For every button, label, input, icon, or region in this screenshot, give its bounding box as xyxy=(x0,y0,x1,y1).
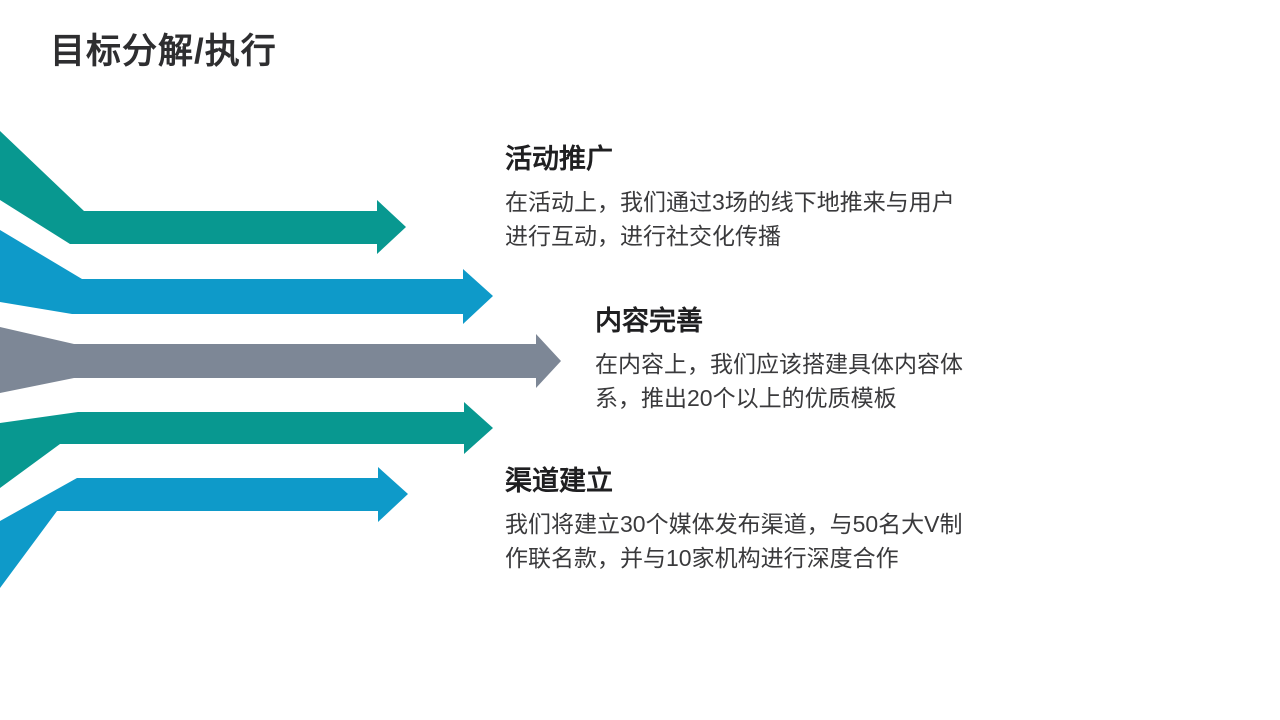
arrow-blue-upper xyxy=(0,230,493,324)
arrow-teal-top xyxy=(0,131,406,254)
section-channel-building: 渠道建立 我们将建立30个媒体发布渠道，与50名大V制作联名款，并与10家机构进… xyxy=(505,465,971,575)
slide-title: 目标分解/执行 xyxy=(50,32,277,71)
section-heading: 内容完善 xyxy=(595,306,703,336)
arrow-gray-middle xyxy=(0,327,561,393)
arrow-teal-lower xyxy=(0,402,493,488)
arrow-blue-bottom xyxy=(0,467,408,588)
section-body: 在活动上，我们通过3场的线下地推来与用户进行互动，进行社交化传播 xyxy=(505,189,955,249)
section-body: 我们将建立30个媒体发布渠道，与50名大V制作联名款，并与10家机构进行深度合作 xyxy=(505,511,963,571)
section-activity-promotion: 活动推广 在活动上，我们通过3场的线下地推来与用户进行互动，进行社交化传播 xyxy=(505,143,967,253)
section-content-improvement: 内容完善 在内容上，我们应该搭建具体内容体系，推出20个以上的优质模板 xyxy=(595,305,971,415)
section-heading: 渠道建立 xyxy=(505,466,613,496)
section-body: 在内容上，我们应该搭建具体内容体系，推出20个以上的优质模板 xyxy=(595,351,963,411)
section-heading: 活动推广 xyxy=(505,144,613,174)
